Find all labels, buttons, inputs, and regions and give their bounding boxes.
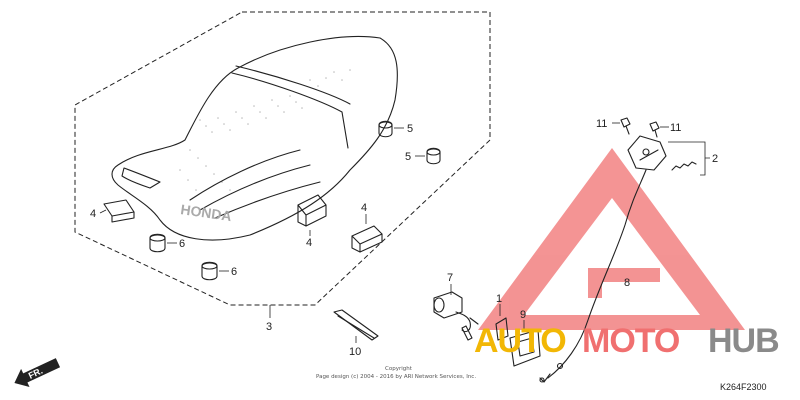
callout-5-upper: 5 — [407, 123, 413, 135]
seat-stitch-band-upper — [235, 65, 351, 105]
copyright-line-2: Page design (c) 2004 - 2016 by ARI Netwo… — [316, 374, 476, 380]
seat-cushion-left — [149, 233, 177, 253]
callout-5-lower: 5 — [405, 151, 411, 163]
seat-cushion-upper — [378, 120, 404, 138]
watermark-word-moto: MOTO — [582, 322, 680, 360]
callout-2: 2 — [712, 153, 718, 165]
seat-outline — [111, 35, 398, 241]
callout-6-right: 6 — [231, 266, 237, 278]
latch-plate — [509, 320, 541, 367]
seat-lock-cable — [539, 169, 647, 383]
callout-4-left: 4 — [90, 208, 96, 220]
callout-7: 7 — [447, 272, 453, 284]
callout-1: 1 — [496, 293, 502, 305]
callout-8: 8 — [624, 277, 630, 289]
callout-4-right: 4 — [361, 202, 367, 214]
rubber-bracket-left — [99, 199, 135, 223]
seat-cushion-lower — [415, 147, 441, 165]
seat-group-boundary — [74, 11, 491, 306]
seat-stitch-band — [231, 72, 349, 149]
diagram-code: K264F2300 — [720, 382, 767, 392]
copyright-line-1: Copyright — [385, 366, 413, 372]
watermark-triangle — [478, 148, 745, 330]
watermark-inner-mark — [588, 268, 660, 298]
callout-11-right: 11 — [670, 122, 681, 134]
seat-lock-cylinder — [433, 284, 479, 341]
watermark-word-hub: HUB — [708, 322, 779, 360]
watermark-word-auto: AUTO — [474, 322, 566, 360]
callout-6-left: 6 — [179, 238, 185, 250]
rubber-bracket-middle — [297, 194, 327, 236]
seat-texture — [179, 69, 351, 191]
bolt-left — [612, 117, 631, 135]
rubber-bracket-right — [351, 214, 383, 253]
callout-11-left: 11 — [596, 118, 607, 130]
front-direction-arrow: FR. — [14, 358, 61, 387]
cable-clip — [495, 304, 509, 341]
watermark-text: AUTO MOTO HUB — [474, 322, 780, 360]
seat-front-nose — [121, 167, 161, 189]
seat-assembly: HONDA — [111, 35, 398, 241]
watermark-logo — [478, 148, 745, 330]
seat-cushion-right — [201, 261, 229, 281]
bolt-right — [649, 121, 669, 138]
seat-wing-logo — [189, 149, 321, 219]
seat-brand-logo: HONDA — [180, 201, 233, 224]
seat-strap — [333, 309, 379, 343]
callout-3: 3 — [266, 321, 272, 333]
callout-10: 10 — [349, 346, 361, 358]
callout-4-middle: 4 — [306, 237, 312, 249]
return-spring — [671, 161, 697, 171]
callout-9: 9 — [520, 309, 526, 321]
seat-lock-bracket — [627, 135, 710, 176]
